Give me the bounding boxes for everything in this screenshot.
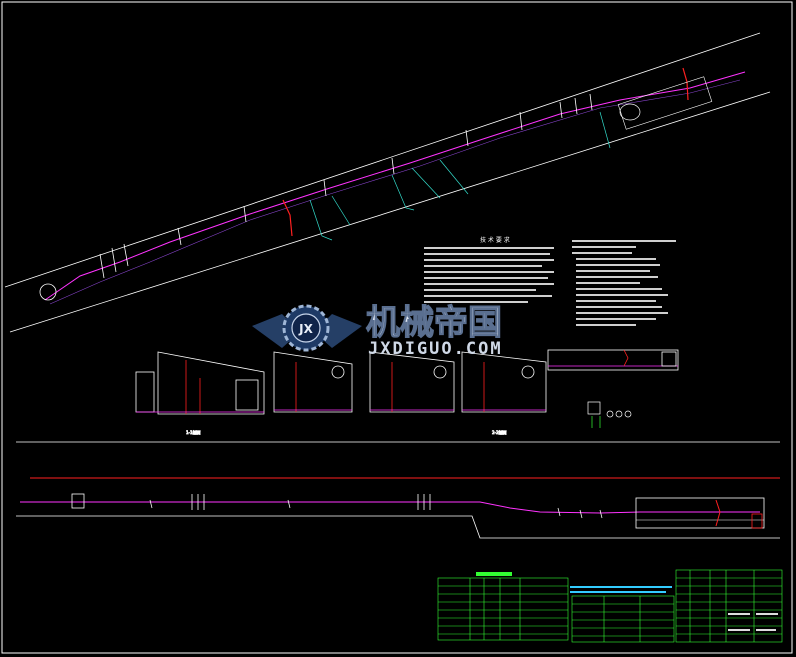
plan-view <box>4 32 771 333</box>
profile-markers <box>149 494 603 519</box>
profile-ground-line <box>16 515 780 539</box>
profile-end-break <box>715 499 721 527</box>
legend-table-notes <box>570 586 672 593</box>
plan-end-circle <box>619 103 641 121</box>
plan-tick-markers <box>99 93 593 279</box>
title-block <box>675 569 783 643</box>
plan-route-line-2 <box>49 79 741 305</box>
plan-end-structure <box>617 76 713 130</box>
watermark-en-text: JXDIGUO.COM <box>368 339 503 359</box>
technical-notes-left: 技 术 要 求 <box>424 236 554 303</box>
section-2-label: 2-2剖面 <box>492 429 507 435</box>
title-block-text <box>728 613 778 631</box>
plan-route-line <box>44 71 746 301</box>
plan-red-break-lines <box>282 67 689 237</box>
legend-table <box>571 595 675 643</box>
section-1-label: 1-1剖面 <box>186 429 201 435</box>
cross-section-2 <box>273 351 353 413</box>
technical-notes-title: 技 术 要 求 <box>480 236 510 244</box>
material-table-heading <box>476 572 512 576</box>
detail-strip <box>547 349 679 371</box>
watermark-cn-text: 机械帝国 <box>366 303 502 343</box>
material-table <box>437 577 569 641</box>
technical-notes-right <box>572 240 676 326</box>
detail-symbol <box>587 401 632 428</box>
plan-boundary-lower <box>9 91 771 333</box>
profile-start-structure <box>71 493 85 509</box>
cross-section-3: 2-2剖面 <box>369 351 507 435</box>
profile-end-structure <box>635 497 765 529</box>
watermark-logo-letters: JX <box>298 322 313 336</box>
profile-view <box>16 477 780 539</box>
cross-section-1: 1-1剖面 <box>135 351 265 435</box>
watermark: JX 机械帝国 JXDIGUO.COM <box>252 302 503 359</box>
cross-section-4 <box>461 351 547 413</box>
plan-cyan-leaders <box>309 111 611 241</box>
plan-boundary-upper <box>4 32 761 288</box>
profile-route-line <box>20 501 760 514</box>
plan-start-circle <box>39 283 57 301</box>
